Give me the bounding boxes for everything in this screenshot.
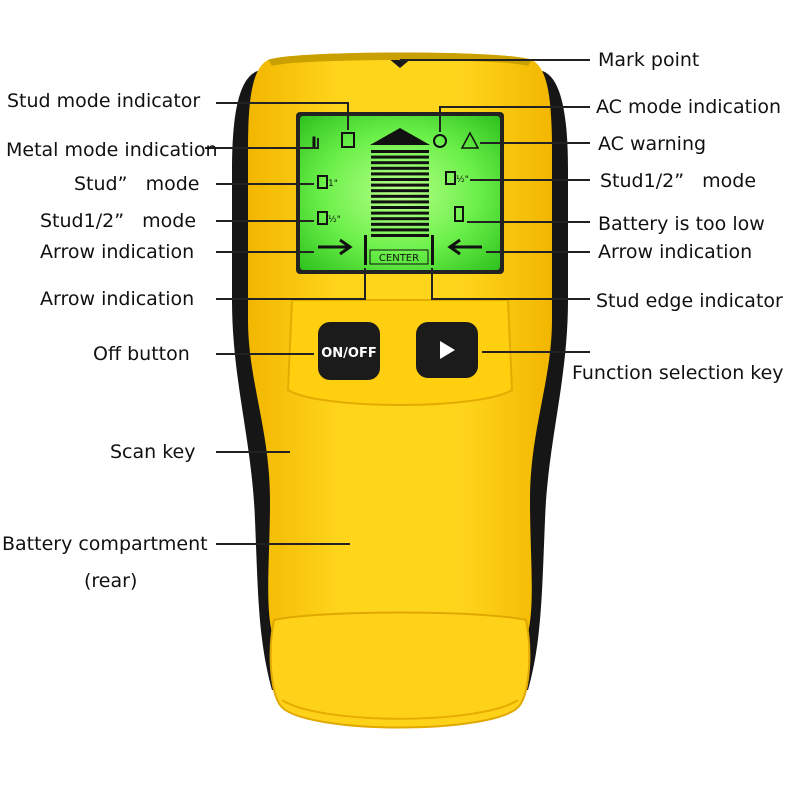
label-stud-mode: Stud” mode xyxy=(74,173,200,195)
label-ac-mode-indication: AC mode indication xyxy=(596,96,782,118)
label-function-selection-key: Function selection key xyxy=(572,362,784,384)
arrow-right-icon xyxy=(318,238,353,256)
label-stud-half-mode-left: Stud1/2” mode xyxy=(40,210,197,232)
lcd-bar-segment xyxy=(371,189,429,193)
center-edge-right xyxy=(431,235,434,265)
lcd-right-icons: ½" xyxy=(433,131,482,256)
lcd-bar-segment xyxy=(371,178,429,181)
lcd-bar-segment xyxy=(371,150,429,153)
leader-ac-mode xyxy=(439,106,590,132)
arrow-left-icon xyxy=(447,238,482,256)
ac-warning-icon xyxy=(460,131,480,149)
lcd-bar-segment xyxy=(371,194,429,198)
label-battery-low: Battery is too low xyxy=(598,213,765,235)
lcd-center-text: CENTER xyxy=(379,253,419,264)
play-icon xyxy=(440,341,455,359)
stud-half-mode-icon-right xyxy=(445,171,456,185)
lcd-screen xyxy=(300,116,500,270)
label-metal-mode-indication: Metal mode indication xyxy=(6,139,218,161)
leader-arrow-lower xyxy=(216,268,366,300)
lcd-left-icons: I 1" ½" xyxy=(311,132,355,256)
label-stud-mode-indicator: Stud mode indicator xyxy=(7,90,201,112)
ac-mode-icon xyxy=(433,134,447,148)
lcd-bar-segment xyxy=(371,172,429,176)
leader-lines xyxy=(205,59,590,545)
svg-text:½": ½" xyxy=(456,175,469,185)
leader-metal-mode xyxy=(205,138,319,149)
lcd-bar-segment xyxy=(371,161,429,165)
svg-text:½": ½" xyxy=(328,215,341,225)
label-battery-compartment-sub: (rear) xyxy=(84,570,138,592)
lcd-bar-segment xyxy=(371,217,429,221)
label-stud-edge-indicator: Stud edge indicator xyxy=(596,290,783,312)
lcd-top-triangle xyxy=(370,128,430,145)
stud-finder-device: I 1" ½" ½" CENTER ON/OFF xyxy=(232,52,568,729)
battery-low-icon xyxy=(454,206,464,222)
lcd-bar-segment xyxy=(371,183,429,187)
stud-mode-icon xyxy=(341,132,355,148)
stud-half-mode-icon-left xyxy=(317,211,328,225)
svg-text:1": 1" xyxy=(328,179,338,189)
label-ac-warning: AC warning xyxy=(598,133,707,155)
power-button[interactable] xyxy=(318,322,380,380)
label-arrow-indication-lower: Arrow indication xyxy=(40,288,195,310)
lcd-bar-segment xyxy=(371,211,429,215)
lcd-bar-segment xyxy=(371,166,429,170)
label-off-button: Off button xyxy=(93,343,190,365)
lcd-bar-segment xyxy=(371,234,429,237)
lcd-bar-segment xyxy=(371,228,429,232)
lcd-bar-segment xyxy=(371,155,429,159)
leader-stud-mode-indicator xyxy=(216,102,349,130)
label-scan-key: Scan key xyxy=(110,441,196,463)
center-edge-left xyxy=(364,235,367,265)
label-arrow-indication-right: Arrow indication xyxy=(598,241,753,263)
label-arrow-indication-left: Arrow indication xyxy=(40,241,195,263)
lcd-bar-segment xyxy=(371,200,429,204)
lcd-signal-bar xyxy=(370,128,430,237)
leader-stud-edge xyxy=(431,268,590,300)
label-mark-point: Mark point xyxy=(598,49,700,71)
metal-mode-icon: I xyxy=(311,133,317,152)
battery-cover xyxy=(269,611,531,729)
stud-1in-mode-icon xyxy=(317,175,328,189)
power-button-label: ON/OFF xyxy=(321,346,377,361)
lcd-bar-segment xyxy=(371,206,429,209)
label-stud-half-mode-right: Stud1/2” mode xyxy=(600,170,757,192)
lcd-bar-segment xyxy=(371,222,429,226)
label-battery-compartment: Battery compartment xyxy=(2,533,208,555)
